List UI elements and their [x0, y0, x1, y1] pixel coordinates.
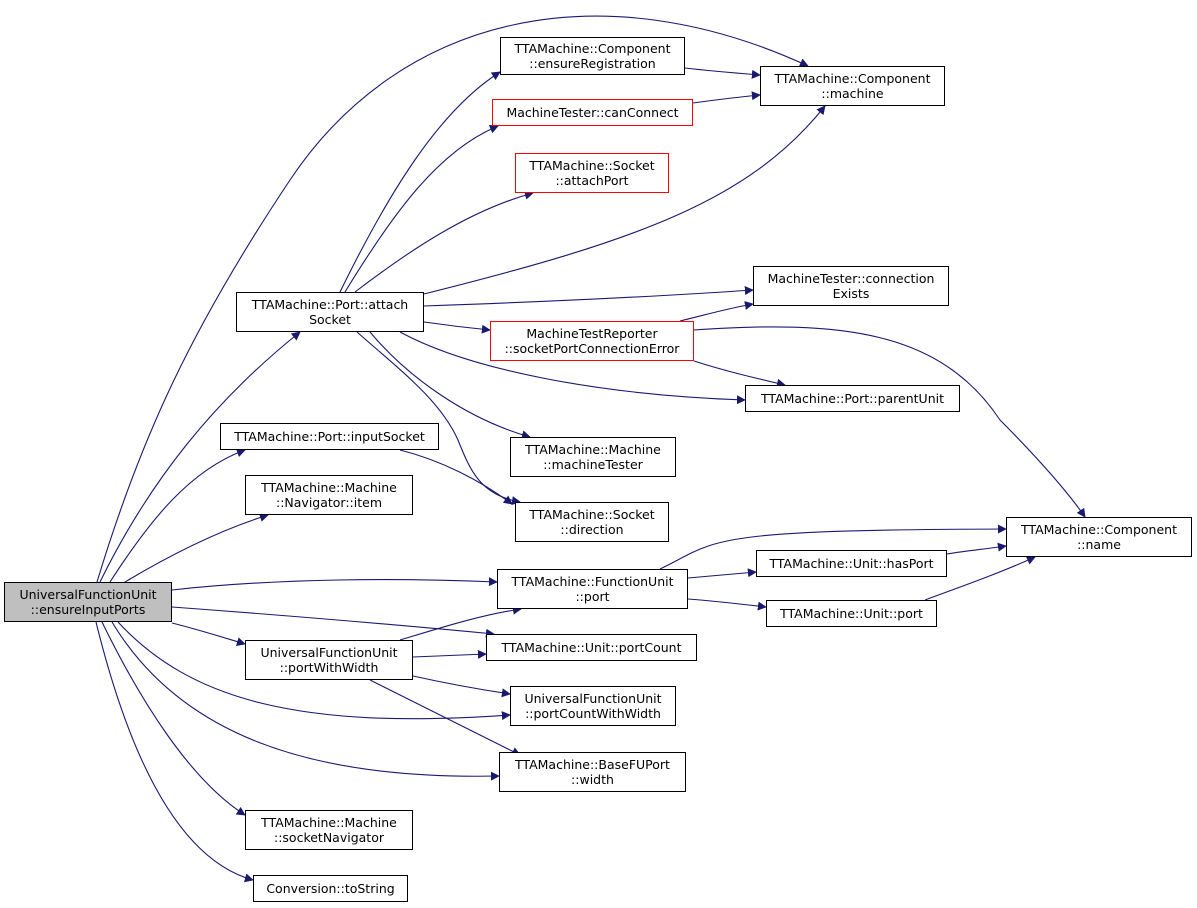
node-componentMachine[interactable]: TTAMachine::Component::machine	[760, 66, 945, 106]
edge-attachSocket-to-socketDirection	[356, 331, 521, 506]
node-label-line: MachineTester::canConnect	[506, 105, 679, 120]
edge-canConnect-to-componentMachine	[692, 91, 761, 104]
node-label-line: TTAMachine::Socket	[529, 158, 655, 173]
node-label-line: Exists	[832, 286, 870, 301]
node-inputSocket[interactable]: TTAMachine::Port::inputSocket	[220, 423, 439, 450]
node-label-line: ::machineTester	[543, 457, 643, 472]
node-label-line: TTAMachine::Port::attach	[251, 297, 409, 312]
node-label-line: TTAMachine::Unit::portCount	[501, 640, 682, 655]
node-label-line: UniversalFunctionUnit	[524, 691, 662, 706]
node-label-line: TTAMachine::Unit::hasPort	[769, 556, 934, 571]
node-label-line: MachineTester::connection	[767, 271, 935, 286]
node-socketDirection[interactable]: TTAMachine::Socket::direction	[515, 502, 669, 542]
node-label-line: ::attachPort	[555, 173, 629, 188]
edge-socketPortConnError-to-componentName	[693, 326, 1086, 518]
edge-portWithWidth-to-unitPortCount	[412, 649, 487, 659]
edge-root-to-inputSocket	[109, 448, 246, 583]
node-label-line: TTAMachine::Machine	[525, 442, 661, 457]
node-label-line: TTAMachine::Machine	[261, 815, 397, 830]
edge-attachSocket-to-canConnect	[344, 124, 499, 293]
edge-ensureRegistration-to-componentMachine	[684, 67, 761, 79]
node-label-line: ::socketNavigator	[273, 830, 384, 845]
node-label-line: ::ensureInputPorts	[30, 602, 146, 617]
edge-root-to-portWithWidth	[171, 622, 246, 646]
edge-attachSocket-to-machineTester	[369, 331, 531, 440]
edge-unitPort-to-componentName	[924, 556, 1036, 601]
node-fuPort[interactable]: TTAMachine::FunctionUnit::port	[497, 569, 688, 609]
node-label-line: ::width	[571, 772, 614, 787]
node-label-line: ::ensureRegistration	[529, 56, 656, 71]
node-toString[interactable]: Conversion::toString	[253, 875, 408, 902]
node-label-line: TTAMachine::Socket	[529, 507, 655, 522]
edge-socketPortConnError-to-parentUnit	[693, 360, 786, 388]
edge-portWithWidth-to-baseFUPortWidth	[369, 679, 521, 756]
node-label-line: TTAMachine::Component	[514, 41, 671, 56]
edge-attachSocket-to-componentMachine	[423, 105, 826, 295]
node-label-line: TTAMachine::Component	[774, 71, 931, 86]
edge-attachSocket-to-parentUnit	[399, 331, 746, 405]
node-label-line: ::Navigator::item	[275, 495, 383, 510]
node-parentUnit[interactable]: TTAMachine::Port::parentUnit	[745, 385, 960, 412]
edge-portWithWidth-to-portCountWithWidth	[412, 675, 511, 698]
edge-attachSocket-to-attachPort	[354, 190, 534, 293]
node-socketNavigator[interactable]: TTAMachine::Machine::socketNavigator	[245, 810, 413, 850]
edge-inputSocket-to-socketDirection	[399, 449, 513, 505]
node-unitHasPort[interactable]: TTAMachine::Unit::hasPort	[756, 550, 947, 577]
node-label-line: TTAMachine::Port::parentUnit	[760, 391, 944, 406]
edge-root-to-baseFUPortWidth	[111, 621, 500, 781]
edge-root-to-navigatorItem	[124, 513, 269, 583]
node-label-line: ::portWithWidth	[279, 660, 379, 675]
node-label-line: TTAMachine::Unit::port	[780, 606, 923, 621]
node-label-line: MachineTestReporter	[526, 326, 658, 341]
edge-root-to-componentMachine	[96, 15, 809, 583]
edge-attachSocket-to-socketPortConnError	[423, 321, 491, 334]
edge-fuPort-to-componentName	[659, 524, 1007, 570]
node-unitPortCount[interactable]: TTAMachine::Unit::portCount	[486, 634, 697, 661]
node-label-line: TTAMachine::Machine	[261, 480, 397, 495]
edge-root-to-attachSocket	[99, 331, 301, 583]
edge-fuPort-to-unitHasPort	[687, 568, 757, 579]
edge-root-to-unitPortCount	[171, 606, 495, 638]
node-root: UniversalFunctionUnit::ensureInputPorts	[4, 582, 172, 622]
edge-root-to-toString	[95, 621, 254, 883]
edge-attachSocket-to-connectionExists	[423, 286, 754, 307]
node-label-line: ::port	[575, 589, 610, 604]
edge-fuPort-to-unitPort	[687, 598, 767, 611]
node-label-line: UniversalFunctionUnit	[19, 587, 157, 602]
node-socketPortConnError[interactable]: MachineTestReporter::socketPortConnectio…	[490, 321, 694, 361]
node-label-line: TTAMachine::Port::inputSocket	[234, 429, 425, 444]
node-label-line: ::direction	[560, 522, 624, 537]
node-label-line: ::machine	[821, 86, 884, 101]
node-portCountWithWidth[interactable]: UniversalFunctionUnit::portCountWithWidt…	[510, 686, 676, 726]
edge-portWithWidth-to-fuPort	[399, 605, 522, 641]
node-machineTester[interactable]: TTAMachine::Machine::machineTester	[510, 437, 676, 477]
node-label-line: Conversion::toString	[266, 881, 395, 896]
node-label-line: UniversalFunctionUnit	[260, 645, 398, 660]
node-portWithWidth[interactable]: UniversalFunctionUnit::portWithWidth	[245, 640, 413, 680]
edge-socketPortConnError-to-connectionExists	[679, 300, 754, 322]
node-attachPort[interactable]: TTAMachine::Socket::attachPort	[515, 153, 669, 193]
edge-root-to-socketNavigator	[101, 621, 246, 816]
edge-attachSocket-to-ensureRegistration	[339, 71, 501, 293]
edge-unitHasPort-to-componentName	[946, 542, 1007, 555]
node-label-line: TTAMachine::BaseFUPort	[515, 757, 670, 772]
node-label-line: ::portCountWithWidth	[525, 706, 661, 721]
node-label-line: Socket	[309, 312, 351, 327]
node-ensureRegistration[interactable]: TTAMachine::Component::ensureRegistratio…	[500, 37, 685, 75]
edge-root-to-portCountWithWidth	[117, 621, 511, 721]
node-label-line: ::name	[1077, 537, 1121, 552]
node-navigatorItem[interactable]: TTAMachine::Machine::Navigator::item	[245, 475, 413, 515]
node-canConnect[interactable]: MachineTester::canConnect	[492, 99, 693, 126]
edge-root-to-fuPort	[171, 577, 498, 591]
node-baseFUPortWidth[interactable]: TTAMachine::BaseFUPort::width	[499, 752, 686, 792]
node-label-line: TTAMachine::Component	[1021, 522, 1177, 537]
node-componentName[interactable]: TTAMachine::Component::name	[1006, 517, 1192, 557]
node-label-line: ::socketPortConnectionError	[504, 341, 680, 356]
node-label-line: TTAMachine::FunctionUnit	[511, 574, 674, 589]
node-unitPort[interactable]: TTAMachine::Unit::port	[766, 600, 937, 627]
